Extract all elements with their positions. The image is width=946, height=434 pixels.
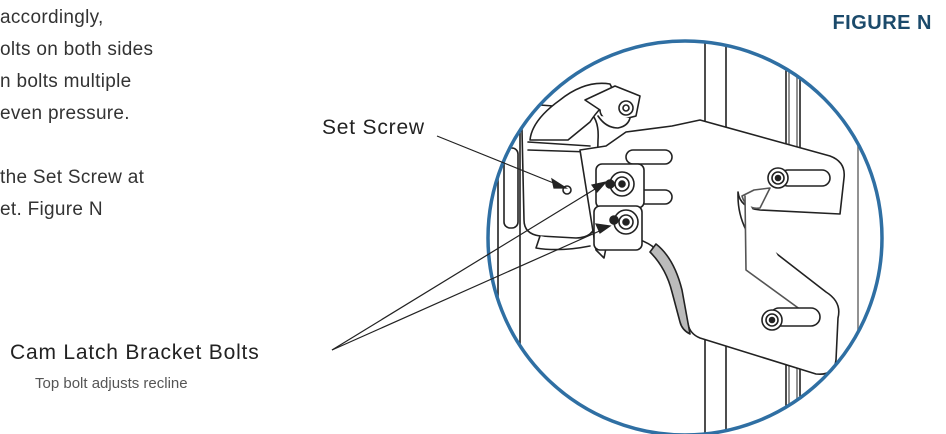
text-line: olts on both sides [0,39,154,60]
bracket-edge-shading [649,243,691,335]
text-line: the Set Screw at [0,167,145,188]
cam-latch-callout: Cam Latch Bracket Bolts [10,341,260,364]
text-line: even pressure. [0,103,130,124]
bolt-heads [605,167,789,331]
instruction-text: accordingly, olts on both sides n bolts … [0,2,230,226]
figure-label: FIGURE N [832,12,932,34]
leader-lines [331,135,612,351]
set-screw-callout: Set Screw [322,116,425,139]
text-line: et. Figure N [0,199,103,220]
text-line: n bolts multiple [0,71,132,92]
recline-caption: Top bolt adjusts recline [35,375,188,392]
text-line: accordingly, [0,7,104,28]
magnifier-circle [486,39,884,434]
